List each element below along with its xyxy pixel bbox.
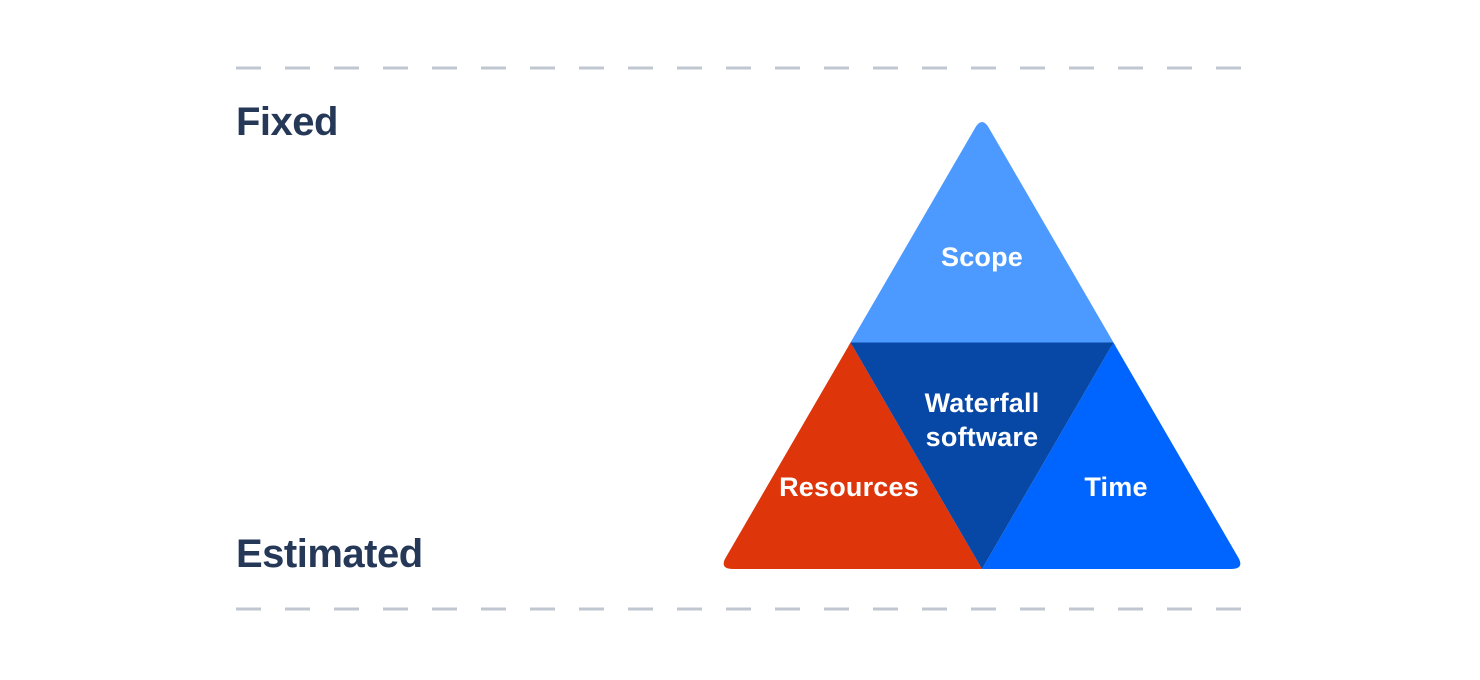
center-label-line1: Waterfall — [925, 388, 1040, 418]
resources-triangle — [723, 342, 982, 570]
scope-triangle — [826, 122, 1138, 346]
resources-label: Resources — [779, 472, 919, 502]
time-triangle — [982, 342, 1241, 570]
fixed-label: Fixed — [236, 100, 338, 144]
center-label-line2: software — [926, 422, 1039, 452]
iron-triangle — [723, 122, 1241, 570]
estimated-label: Estimated — [236, 532, 423, 576]
scope-label: Scope — [941, 242, 1023, 272]
time-label: Time — [1084, 472, 1147, 502]
center-triangle — [850, 342, 1114, 569]
